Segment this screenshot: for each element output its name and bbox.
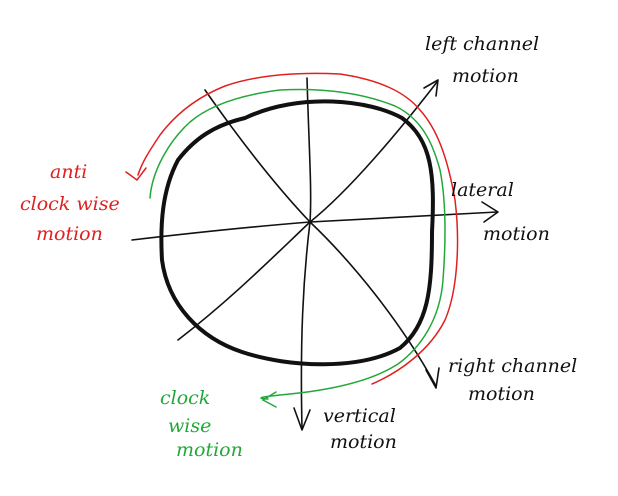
label-clockwise-line1: clock (160, 387, 210, 409)
anticlockwise-arrowhead (125, 167, 147, 182)
anticlockwise-arc (137, 72, 459, 385)
label-right-channel: right channel motion (448, 355, 577, 405)
vertical-arrowhead (293, 407, 311, 431)
label-clockwise-line3: motion (176, 439, 243, 461)
label-vertical-line1: vertical (323, 405, 396, 427)
label-vertical-line2: motion (330, 431, 397, 453)
label-anticlockwise-line1: anti (50, 161, 87, 183)
vertical-axis (300, 77, 312, 429)
label-right-channel-line1: right channel (448, 355, 577, 377)
clockwise-arrowhead (261, 391, 277, 408)
clockwise-arc (149, 88, 446, 400)
label-vertical: vertical motion (323, 405, 397, 453)
right-channel-arrowhead (425, 367, 440, 389)
label-clockwise-line2: wise (168, 415, 211, 437)
label-anticlockwise-line3: motion (36, 223, 103, 245)
label-anticlockwise: anti clock wise motion (20, 161, 120, 245)
label-lateral-line2: motion (483, 223, 550, 245)
left-channel-arrowhead (423, 79, 439, 97)
disc-outline (159, 99, 435, 367)
label-lateral: lateral motion (451, 179, 550, 245)
label-left-channel-line2: motion (452, 65, 519, 87)
lateral-arrowhead (481, 201, 499, 223)
label-left-channel-line1: left channel (425, 33, 539, 55)
right-channel-axis (204, 89, 437, 387)
label-right-channel-line2: motion (468, 383, 535, 405)
label-anticlockwise-line2: clock wise (20, 193, 120, 215)
label-lateral-line1: lateral (451, 179, 514, 201)
label-clockwise: clock wise motion (160, 387, 243, 461)
label-left-channel: left channel motion (425, 33, 539, 87)
left-channel-axis (177, 81, 438, 341)
